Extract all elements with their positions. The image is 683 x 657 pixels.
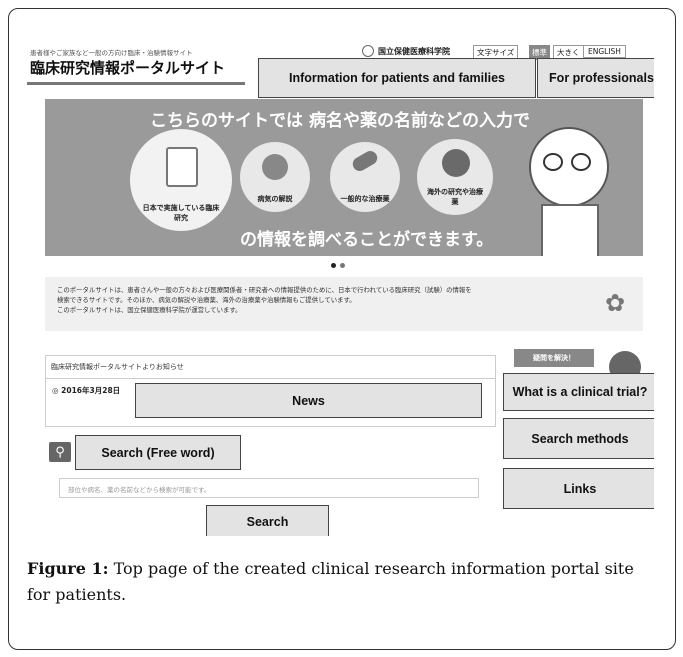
news-link[interactable]: News — [135, 383, 482, 418]
header-underline — [27, 82, 245, 85]
institute-logo-icon — [362, 45, 374, 57]
clinical-trial-link[interactable]: What is a clinical trial? — [503, 373, 654, 411]
doctor-coat — [541, 204, 599, 256]
intro-box: このポータルサイトは、患者さんや一般の方々および医療関係者・研究者への情報提供の… — [45, 277, 643, 331]
search-icon: ⚲ — [49, 442, 71, 462]
intro-line-2: 検索できるサイトです。そのほか、病気の解説や治療薬、海外の治療薬や治験情報もご提… — [57, 296, 356, 304]
notice-divider — [46, 378, 495, 379]
intro-line-1: このポータルサイトは、患者さんや一般の方々および医療関係者・研究者への情報提供の… — [57, 286, 472, 294]
search-input[interactable]: 部位や病名、薬の名前などから検索が可能です。 — [59, 478, 479, 498]
professionals-link[interactable]: For professionals — [537, 58, 654, 98]
caption-label: Figure 1: — [27, 559, 109, 578]
free-word-search-label[interactable]: Search (Free word) — [75, 435, 241, 470]
intro-line-3: このポータルサイトは、国立保健医療科学院が運営しています。 — [57, 306, 242, 314]
figure-caption: Figure 1: Top page of the created clinic… — [27, 556, 655, 608]
patients-families-link[interactable]: Information for patients and families — [258, 58, 536, 98]
doctor-face — [529, 127, 609, 207]
caption-text: Top page of the created clinical researc… — [27, 559, 634, 604]
hero-banner: こちらのサイトでは 病名や薬の名前などの入力で 日本で実施している臨床研究 病気… — [45, 99, 643, 256]
banner-headline: こちらのサイトでは 病名や薬の名前などの入力で — [150, 111, 530, 131]
english-button[interactable]: ENGLISH — [583, 45, 626, 58]
notice-panel: 臨床研究情報ポータルサイトよりお知らせ ◎ 2016年3月28日 — [45, 355, 496, 427]
search-button[interactable]: Search — [206, 505, 329, 536]
figure-frame — [8, 8, 676, 650]
pill-icon — [350, 148, 380, 174]
carousel-dot-active[interactable] — [331, 263, 336, 268]
stomach-icon — [262, 154, 288, 180]
banner-circle-disease[interactable]: 病気の解説 — [240, 142, 310, 212]
site-title[interactable]: 臨床研究情報ポータルサイト — [30, 59, 226, 77]
faq-badge[interactable]: 疑問を解決！ — [514, 349, 594, 367]
globe-icon — [442, 149, 470, 177]
banner-circle-overseas[interactable]: 海外の研究や治療薬 — [417, 139, 493, 215]
font-normal-button[interactable]: 標準 — [529, 45, 550, 60]
search-methods-link[interactable]: Search methods — [503, 418, 654, 459]
banner-circle-trials[interactable]: 日本で実施している臨床研究 — [130, 129, 232, 231]
screenshot: 患者様やご家族など一般の方向け臨床・治験情報サイト 臨床研究情報ポータルサイト … — [27, 37, 654, 536]
links-link[interactable]: Links — [503, 468, 654, 509]
institute-name[interactable]: 国立保健医療科学院 — [378, 47, 450, 56]
glasses-right — [571, 153, 591, 171]
banner-circle-drugs[interactable]: 一般的な治療薬 — [330, 142, 400, 212]
clipboard-icon — [166, 147, 198, 187]
notice-title: 臨床研究情報ポータルサイトよりお知らせ — [51, 363, 184, 371]
site-tagline: 患者様やご家族など一般の方向け臨床・治験情報サイト — [30, 49, 193, 57]
glasses-left — [543, 153, 563, 171]
notice-date: ◎ 2016年3月28日 — [52, 386, 121, 395]
banner-bottom-text: の情報を調べることができます。 — [240, 230, 494, 250]
carousel-dot[interactable] — [340, 263, 345, 268]
flower-icon: ✿ — [605, 289, 626, 317]
